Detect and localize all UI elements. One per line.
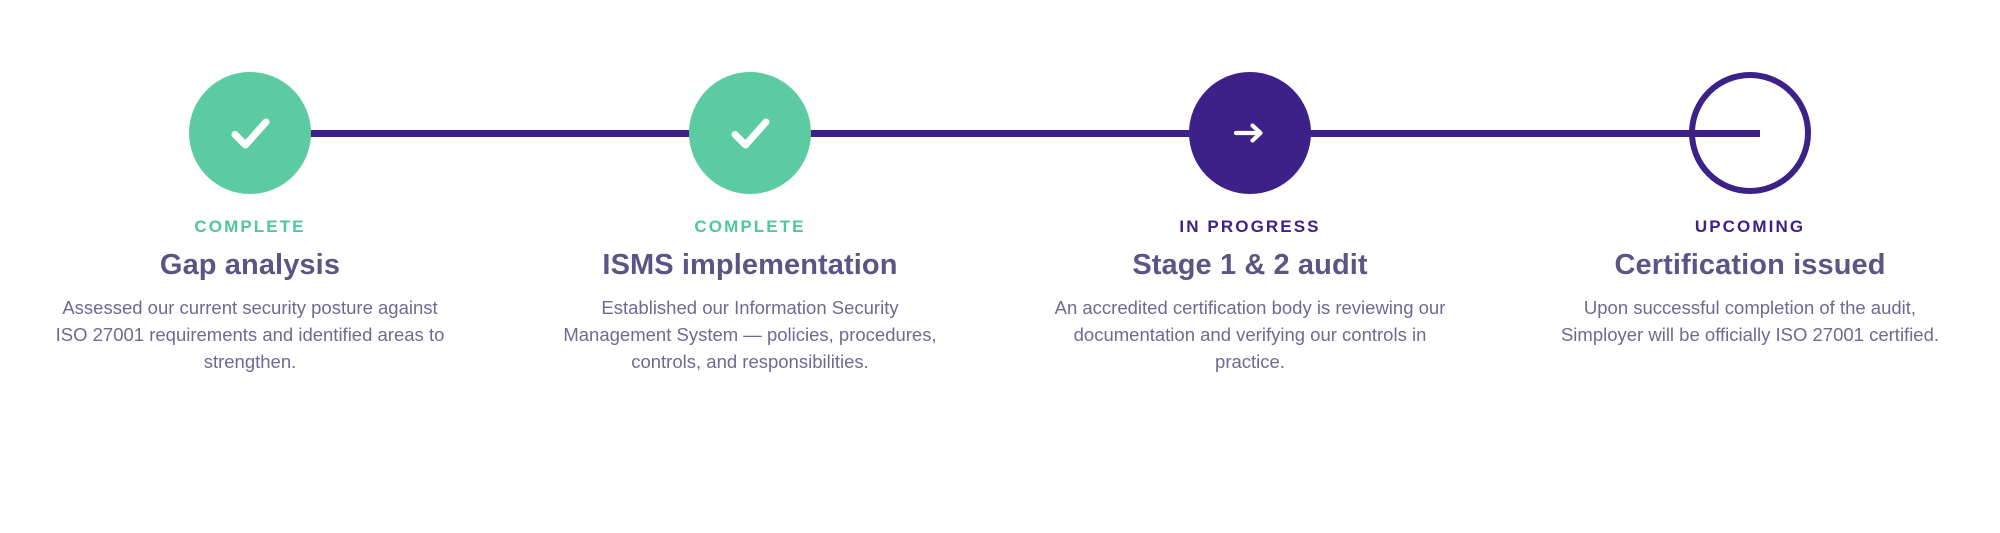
step-3-marker-in-progress	[1189, 72, 1311, 194]
timeline-step-4[interactable]: UPCOMING Certification issued Upon succe…	[1500, 0, 2000, 349]
step-1-marker-complete	[189, 72, 311, 194]
step-3-status-label: IN PROGRESS	[1179, 217, 1321, 236]
step-4-text-block: UPCOMING Certification issued Upon succe…	[1540, 194, 1960, 349]
timeline-step-3[interactable]: IN PROGRESS Stage 1 & 2 audit An accredi…	[1000, 0, 1500, 375]
arrow-right-icon	[1232, 118, 1268, 148]
step-4-description: Upon successful completion of the audit,…	[1560, 296, 1940, 345]
step-3-title: Stage 1 & 2 audit	[1132, 248, 1368, 281]
step-4-marker-upcoming	[1689, 72, 1811, 194]
step-2-status-label: COMPLETE	[694, 217, 806, 236]
timeline-connector-line	[250, 130, 1760, 137]
step-1-title: Gap analysis	[159, 248, 341, 281]
timeline-step-1[interactable]: COMPLETE Gap analysis Assessed our curre…	[0, 0, 500, 375]
check-icon	[219, 102, 281, 164]
step-2-text-block: COMPLETE ISMS implementation Established…	[540, 194, 960, 375]
step-2-marker-complete	[689, 72, 811, 194]
step-1-text-block: COMPLETE Gap analysis Assessed our curre…	[40, 194, 460, 375]
step-3-text-block: IN PROGRESS Stage 1 & 2 audit An accredi…	[1040, 194, 1460, 375]
timeline-step-2[interactable]: COMPLETE ISMS implementation Established…	[500, 0, 1000, 375]
step-2-description: Established our Information Security Man…	[563, 296, 937, 372]
step-4-status-label: UPCOMING	[1694, 217, 1806, 236]
check-icon	[719, 102, 781, 164]
step-3-description: An accredited certification body is revi…	[1054, 296, 1446, 372]
step-1-description: Assessed our current security posture ag…	[55, 296, 445, 372]
step-4-title: Certification issued	[1614, 248, 1886, 281]
step-1-status-label: COMPLETE	[194, 217, 306, 236]
step-2-title: ISMS implementation	[602, 248, 898, 281]
